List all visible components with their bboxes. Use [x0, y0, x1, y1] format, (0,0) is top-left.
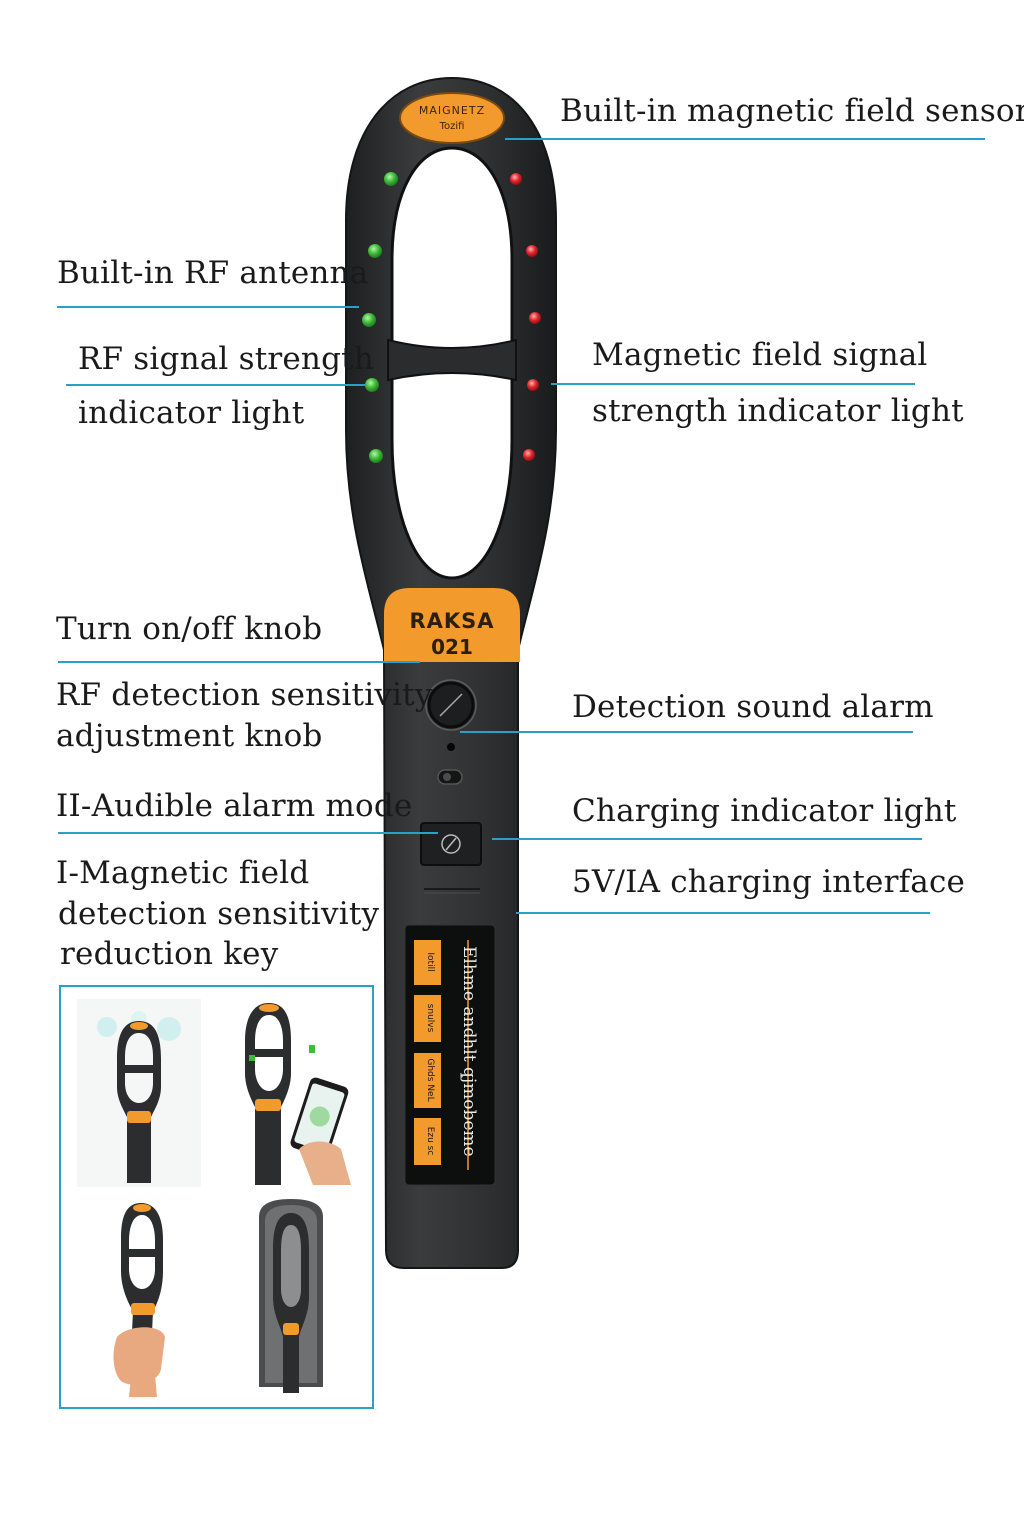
sound-alarm-hole — [447, 743, 455, 751]
rf-led — [362, 313, 376, 327]
label-mag-reduction-1: I-Magnetic field — [56, 855, 310, 891]
leader-rf-antenna — [57, 306, 359, 308]
crossbar — [387, 338, 517, 382]
rf-led — [365, 378, 379, 392]
model-number: 021 — [431, 635, 473, 659]
usage-thumbnails-panel — [59, 985, 374, 1409]
label-sound-alarm: Detection sound alarm — [572, 689, 934, 725]
thumb-detect-phone — [229, 999, 365, 1189]
panel-tag-label: Iotill — [425, 952, 435, 972]
leader-power-knob — [58, 661, 420, 663]
panel-tag-label: Ghds NeL — [425, 1058, 435, 1102]
panel-title: Elhme andhlt qjmobeme — [459, 946, 479, 1157]
leader-charging-light — [492, 838, 922, 840]
magnetic-sensor-badge — [399, 92, 505, 144]
label-rf-antenna: Built-in RF antenna — [57, 255, 369, 291]
label-rf-sensitivity-2: adjustment knob — [56, 718, 323, 754]
rf-led — [368, 244, 382, 258]
magnetic-indicator-leds — [510, 173, 541, 461]
thumb-holster — [251, 1197, 331, 1397]
leader-charging-port — [516, 912, 930, 914]
leader-sound-alarm — [460, 731, 913, 733]
rf-indicator-leds — [362, 172, 398, 463]
mag-led — [510, 173, 522, 185]
panel-tag — [414, 995, 441, 1042]
panel-tag — [414, 940, 441, 985]
rf-led — [369, 449, 383, 463]
leader-rf-indicator — [66, 384, 366, 386]
label-power-knob: Turn on/off knob — [56, 611, 323, 647]
brand-plate — [384, 588, 520, 662]
thumb-hand-hold — [101, 1197, 221, 1397]
label-magnetic-sensor: Built-in magnetic field sensor — [560, 93, 1024, 129]
label-mag-indicator-2: strength indicator light — [592, 393, 964, 429]
panel-tag — [414, 1053, 441, 1108]
panel-tag-label: snulvs — [425, 1003, 435, 1033]
rf-led — [384, 172, 398, 186]
mag-led — [526, 245, 538, 257]
label-rf-indicator-1: RF signal strength — [78, 341, 374, 377]
label-audible-mode: II-Audible alarm mode — [56, 788, 413, 824]
label-charging-light: Charging indicator light — [572, 793, 957, 829]
mag-led — [527, 379, 539, 391]
badge-text-top: MAIGNETZ — [418, 104, 486, 117]
brand-name: RAKSA — [409, 609, 495, 633]
label-mag-indicator-1: Magnetic field signal — [592, 337, 928, 373]
panel-tag-label: Ezu sc — [425, 1126, 435, 1156]
mag-led — [523, 449, 535, 461]
panel-tag — [414, 1118, 441, 1165]
badge-text-bottom: Tozifi — [439, 121, 465, 132]
label-charging-port: 5V/IA charging interface — [572, 864, 966, 900]
label-rf-sensitivity-1: RF detection sensitivity — [56, 677, 433, 713]
leader-mag-indicator — [551, 383, 915, 385]
label-rf-indicator-2: indicator light — [78, 395, 305, 431]
leader-magnetic-sensor — [505, 138, 985, 140]
label-mag-reduction-2: detection sensitivity — [58, 896, 380, 932]
leader-audible-mode — [58, 832, 438, 834]
thumb-detect-waves — [77, 999, 201, 1187]
label-mag-reduction-3: reduction key — [60, 936, 279, 972]
mag-led — [529, 312, 541, 324]
